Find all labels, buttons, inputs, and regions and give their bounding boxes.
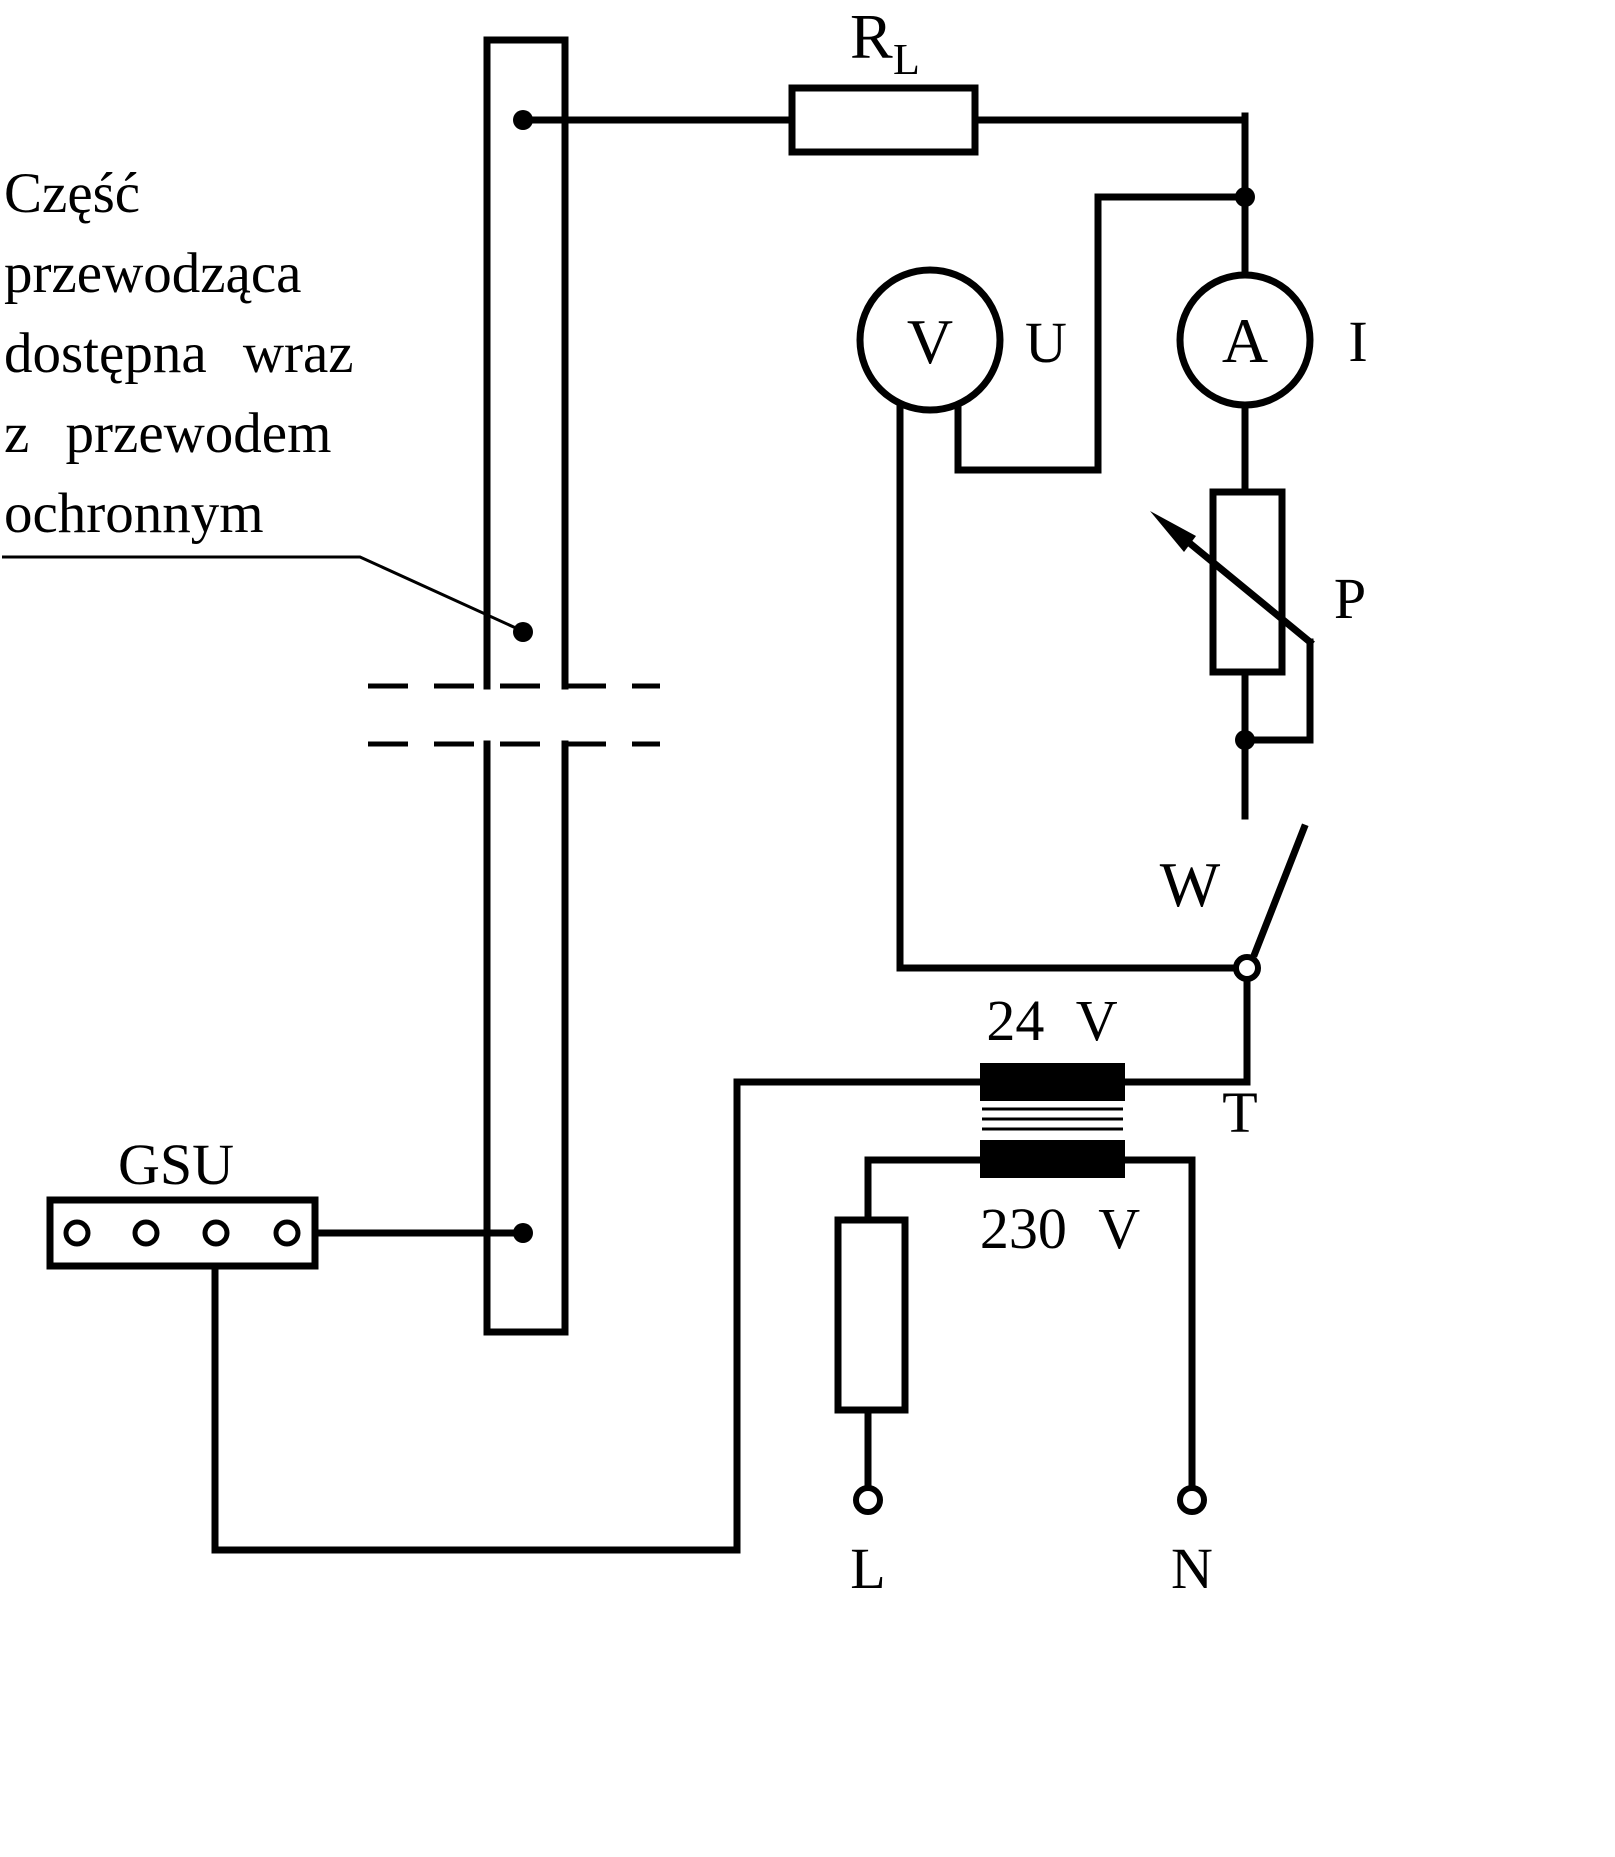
secondary-voltage-label: 24 V — [986, 988, 1117, 1053]
voltmeter-label: V — [907, 306, 953, 377]
terminal-n — [1177, 1485, 1207, 1515]
wire-voltmeter-left-branch — [896, 400, 1240, 972]
junction-dot-bar-gsu — [513, 1223, 533, 1243]
wire-wiper-tap — [1246, 638, 1314, 744]
gsu-terminal-3 — [202, 1219, 230, 1247]
current-label: I — [1348, 309, 1367, 374]
primary-voltage-label: 230 V — [980, 1196, 1140, 1261]
annotation-line-4: z przewodem — [4, 402, 331, 465]
rheostat-body — [1209, 488, 1286, 676]
transformer — [980, 1063, 1125, 1178]
wire-primary-to-terminal-n — [1121, 1156, 1196, 1493]
gsu-terminal-1 — [63, 1219, 91, 1247]
wire-secondary-to-gsu — [211, 1078, 984, 1554]
wire-primary-to-fuse — [864, 1156, 984, 1224]
wire-voltmeter-right-branch — [954, 193, 1249, 474]
junction-dot-bar-top — [513, 110, 533, 130]
bar-lower-segment — [483, 740, 569, 1336]
fuse-body — [834, 1216, 909, 1414]
junction-dots — [513, 110, 1255, 1243]
rheostat — [1150, 488, 1315, 676]
transformer-label: T — [1222, 1080, 1257, 1145]
rheostat-wiper-arrowhead — [1150, 511, 1196, 552]
rheostat-label: P — [1334, 566, 1366, 631]
rheostat-wiper-arrow-shaft — [1176, 531, 1315, 647]
annotation-line-3: dostępna wraz — [4, 322, 354, 385]
terminal-l — [853, 1485, 883, 1515]
ammeter-body — [1176, 271, 1314, 409]
switch-blade — [1250, 823, 1309, 958]
annotation-line-2: przewodząca — [4, 242, 301, 305]
annotation-text: Część przewodząca dostępna wraz z przewo… — [4, 162, 354, 545]
switch-contact — [1233, 954, 1261, 982]
resistor-body — [788, 84, 979, 156]
primary-winding — [980, 1140, 1125, 1178]
annotation-line-1: Część — [4, 162, 140, 225]
bar-upper-segment — [483, 36, 569, 690]
annotation-leader-line — [2, 555, 519, 631]
annotation-line-5: ochronnym — [4, 482, 264, 545]
secondary-winding — [980, 1063, 1125, 1101]
gsu-body — [46, 1196, 319, 1270]
conductive-part-bar — [368, 36, 660, 1336]
resistor-label-subscript: L — [893, 35, 920, 84]
neutral-terminal-label: N — [1171, 1536, 1213, 1601]
switch — [1233, 823, 1309, 982]
junction-dot-meters — [1235, 187, 1255, 207]
voltmeter-body — [856, 266, 1004, 414]
wire-switch-to-secondary — [1121, 975, 1251, 1086]
gsu-terminal-4 — [273, 1219, 301, 1247]
gsu-terminal-2 — [132, 1219, 160, 1247]
wires — [211, 112, 1314, 1554]
resistor-rl — [788, 84, 979, 156]
gsu-busbar — [46, 1196, 319, 1270]
junction-dot-rheostat — [1235, 730, 1255, 750]
line-terminal-label: L — [850, 1536, 885, 1601]
junction-dot-leader — [513, 622, 533, 642]
voltmeter — [856, 266, 1004, 414]
busbar-label: GSU — [118, 1132, 234, 1197]
voltage-label: U — [1025, 310, 1067, 375]
ammeter-label: A — [1222, 305, 1268, 376]
resistor-label: R — [850, 1, 893, 72]
switch-label: W — [1160, 849, 1221, 920]
ammeter — [1176, 271, 1314, 409]
